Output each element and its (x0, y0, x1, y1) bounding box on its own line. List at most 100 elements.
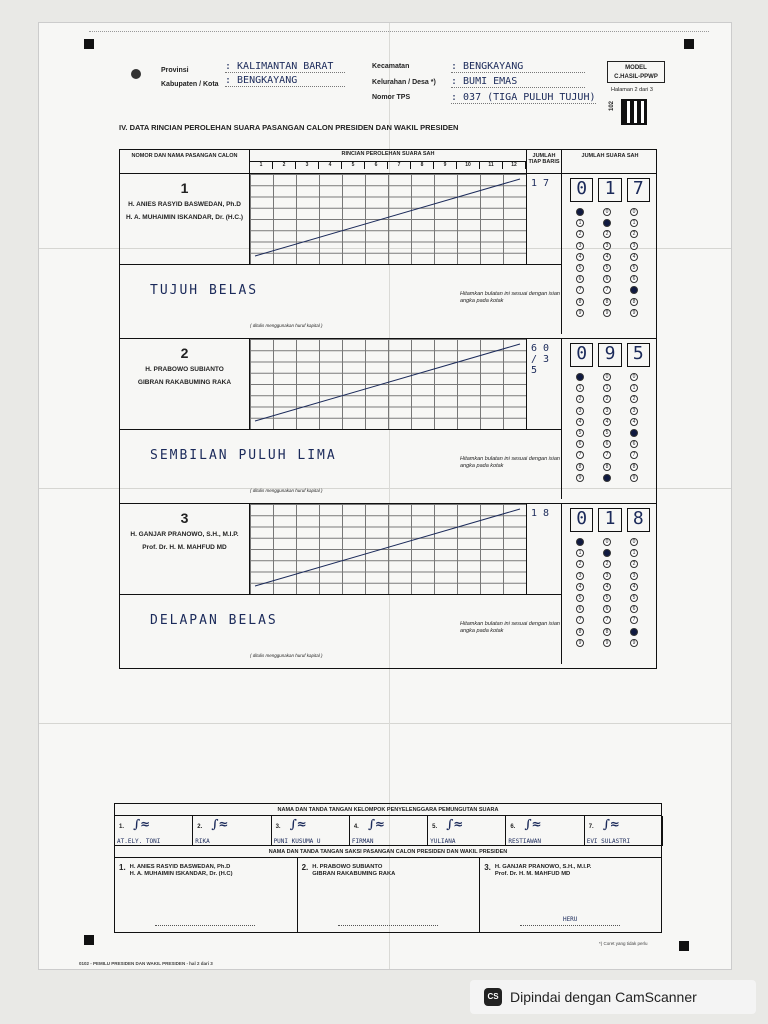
digit-bubble[interactable]: 9 (576, 638, 584, 647)
digit-bubble[interactable]: 6 (603, 605, 611, 614)
total-digit[interactable]: 0 (570, 343, 594, 367)
digit-bubble[interactable]: 2 (603, 395, 611, 404)
digit-bubble[interactable]: 0 (576, 373, 584, 381)
digit-bubble[interactable]: 1 (576, 549, 584, 558)
digit-bubble[interactable]: 3 (630, 571, 638, 580)
digit-bubble[interactable]: 7 (603, 451, 611, 460)
witness-cell[interactable]: 3.H. GANJAR PRANOWO, S.H., M.I.P.Prof. D… (480, 858, 663, 932)
digit-bubble[interactable]: 0 (603, 208, 611, 216)
digit-bubble[interactable]: 8 (603, 297, 611, 306)
total-digit[interactable]: 0 (570, 508, 594, 532)
kpps-signature-cell[interactable]: 7.∫≈EVI SULASTRI (585, 816, 663, 846)
digit-bubble[interactable]: 7 (603, 616, 611, 625)
digit-bubble[interactable]: 2 (630, 230, 638, 239)
total-digit[interactable]: 0 (570, 178, 594, 202)
digit-bubble[interactable]: 9 (603, 473, 611, 482)
digit-bubble[interactable]: 6 (630, 440, 638, 449)
digit-bubble[interactable]: 6 (576, 440, 584, 449)
digit-bubble[interactable]: 9 (576, 473, 584, 482)
digit-bubble[interactable]: 5 (576, 428, 584, 437)
digit-bubble[interactable]: 5 (630, 593, 638, 602)
digit-bubble[interactable]: 2 (630, 395, 638, 404)
digit-bubble[interactable]: 0 (603, 373, 611, 381)
digit-bubble[interactable]: 9 (603, 308, 611, 317)
digit-bubble[interactable]: 2 (576, 560, 584, 569)
total-digit[interactable]: 9 (598, 343, 622, 367)
digit-bubble[interactable]: 1 (603, 384, 611, 393)
digit-bubble[interactable]: 9 (630, 638, 638, 647)
digit-bubble[interactable]: 0 (576, 538, 584, 546)
kpps-signature-cell[interactable]: 3.∫≈PUNI KUSUMA U (272, 816, 350, 846)
digit-bubble[interactable]: 4 (603, 582, 611, 591)
digit-bubble[interactable]: 7 (576, 286, 584, 295)
digit-bubble[interactable]: 3 (576, 571, 584, 580)
votes-words-value[interactable]: DELAPAN BELAS (150, 613, 278, 628)
digit-bubble[interactable]: 8 (603, 627, 611, 636)
digit-bubble[interactable]: 4 (576, 252, 584, 261)
digit-bubble[interactable]: 1 (576, 384, 584, 393)
digit-bubble[interactable]: 5 (603, 263, 611, 272)
digit-bubble[interactable]: 6 (576, 605, 584, 614)
digit-bubble[interactable]: 4 (630, 417, 638, 426)
digit-bubble[interactable]: 2 (603, 230, 611, 239)
digit-bubble[interactable]: 2 (603, 560, 611, 569)
digit-bubble[interactable]: 1 (603, 219, 611, 228)
digit-bubble[interactable]: 3 (630, 406, 638, 415)
digit-bubble[interactable]: 0 (576, 208, 584, 216)
kpps-signature-cell[interactable]: 1.∫≈AT.ELY. TONI (115, 816, 194, 846)
digit-bubble[interactable]: 0 (630, 373, 638, 381)
digit-bubble[interactable]: 9 (603, 638, 611, 647)
digit-bubble[interactable]: 3 (576, 406, 584, 415)
digit-bubble[interactable]: 4 (576, 582, 584, 591)
digit-bubble[interactable]: 3 (603, 241, 611, 250)
digit-bubble[interactable]: 5 (576, 263, 584, 272)
digit-bubble[interactable]: 3 (630, 241, 638, 250)
digit-bubble[interactable]: 7 (630, 616, 638, 625)
digit-bubble[interactable]: 2 (576, 230, 584, 239)
digit-bubble[interactable]: 7 (630, 451, 638, 460)
digit-bubble[interactable]: 4 (576, 417, 584, 426)
digit-bubble[interactable]: 7 (603, 286, 611, 295)
digit-bubble[interactable]: 3 (603, 406, 611, 415)
digit-bubble[interactable]: 4 (630, 582, 638, 591)
digit-bubble[interactable]: 0 (630, 208, 638, 216)
total-digit[interactable]: 8 (626, 508, 650, 532)
digit-bubble[interactable]: 8 (630, 462, 638, 471)
digit-bubble[interactable]: 8 (630, 297, 638, 306)
digit-bubble[interactable]: 6 (603, 440, 611, 449)
digit-bubble[interactable]: 9 (630, 308, 638, 317)
digit-bubble[interactable]: 7 (576, 451, 584, 460)
votes-words-value[interactable]: SEMBILAN PULUH LIMA (150, 448, 337, 463)
digit-bubble[interactable]: 2 (630, 560, 638, 569)
digit-bubble[interactable]: 7 (630, 286, 638, 295)
digit-bubble[interactable]: 5 (603, 428, 611, 437)
digit-bubble[interactable]: 8 (630, 627, 638, 636)
total-digit[interactable]: 5 (626, 343, 650, 367)
digit-bubble[interactable]: 9 (630, 473, 638, 482)
digit-bubble[interactable]: 8 (576, 297, 584, 306)
digit-bubble[interactable]: 8 (576, 462, 584, 471)
kpps-signature-cell[interactable]: 6.∫≈RESTIAWAN (506, 816, 585, 846)
digit-bubble[interactable]: 1 (603, 549, 611, 558)
digit-bubble[interactable]: 0 (603, 538, 611, 546)
digit-bubble[interactable]: 5 (576, 593, 584, 602)
digit-bubble[interactable]: 6 (630, 275, 638, 284)
digit-bubble[interactable]: 6 (630, 605, 638, 614)
digit-bubble[interactable]: 0 (630, 538, 638, 546)
total-digit[interactable]: 7 (626, 178, 650, 202)
digit-bubble[interactable]: 4 (603, 417, 611, 426)
digit-bubble[interactable]: 5 (603, 593, 611, 602)
digit-bubble[interactable]: 1 (630, 384, 638, 393)
digit-bubble[interactable]: 6 (603, 275, 611, 284)
digit-bubble[interactable]: 5 (630, 263, 638, 272)
digit-bubble[interactable]: 8 (603, 462, 611, 471)
kpps-signature-cell[interactable]: 5.∫≈YULIANA (428, 816, 507, 846)
digit-bubble[interactable]: 1 (630, 549, 638, 558)
kpps-signature-cell[interactable]: 4.∫≈FIRMAN (350, 816, 429, 846)
digit-bubble[interactable]: 5 (630, 428, 638, 437)
digit-bubble[interactable]: 8 (576, 627, 584, 636)
digit-bubble[interactable]: 6 (576, 275, 584, 284)
kpps-signature-cell[interactable]: 2.∫≈RIKA (193, 816, 272, 846)
